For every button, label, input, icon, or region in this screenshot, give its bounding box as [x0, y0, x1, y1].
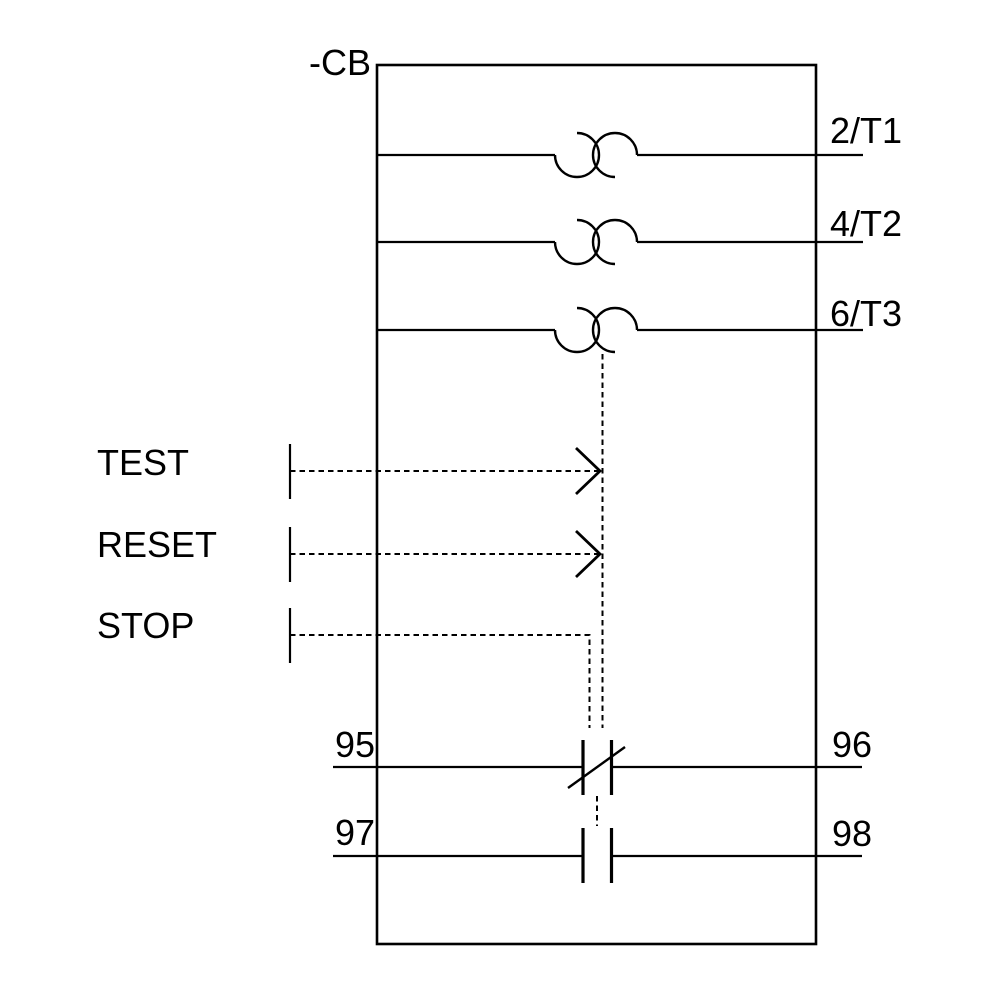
reset-arrow-icon [575, 529, 603, 579]
phase-1-thermal-arc-lower [553, 131, 601, 179]
phase-1-path [377, 131, 863, 179]
terminal-label-95: 95 [335, 724, 375, 765]
phase-3-thermal-arc-lower [553, 306, 601, 354]
device-designation-label: -CB [309, 42, 371, 83]
terminal-label-98: 98 [832, 813, 872, 854]
phase-2-thermal-arc-upper [591, 218, 639, 266]
terminal-label-4t2: 4/T2 [830, 203, 902, 244]
reset-button-label: RESET [97, 524, 217, 565]
terminal-label-6t3: 6/T3 [830, 293, 902, 334]
terminal-label-2t1: 2/T1 [830, 110, 902, 151]
reset-button-linkage [288, 527, 603, 582]
nc-contact-slash [567, 746, 626, 789]
test-button-linkage [288, 444, 603, 499]
stop-button-linkage [288, 608, 591, 728]
phase-1-thermal-arc-upper [591, 131, 639, 179]
phase-2-thermal-arc-lower [553, 218, 601, 266]
relay-boundary-box [375, 63, 818, 946]
terminal-label-96: 96 [832, 724, 872, 765]
no-contact-97-98 [333, 828, 862, 883]
nc-contact-95-96 [333, 740, 862, 795]
terminal-label-97: 97 [335, 812, 375, 853]
phase-2-path [377, 218, 863, 266]
phase-3-thermal-arc-upper [591, 306, 639, 354]
stop-button-label: STOP [97, 605, 194, 646]
stop-dashed-link [290, 634, 591, 728]
test-button-label: TEST [97, 442, 189, 483]
test-arrow-icon [575, 446, 603, 496]
phase-3-path [377, 306, 863, 354]
